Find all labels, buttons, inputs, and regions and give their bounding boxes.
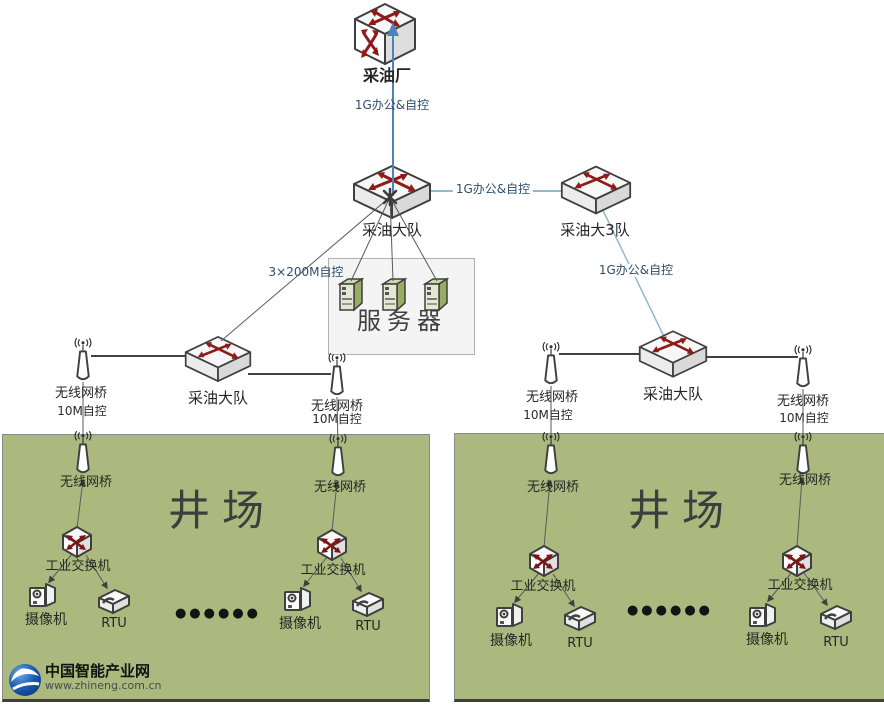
bridge-rate-a3: 10M自控	[523, 408, 573, 422]
bridge-rate-a1: 10M自控	[57, 404, 107, 418]
router-icon-plant	[352, 2, 418, 66]
right-team-label: 采油大队	[642, 385, 704, 403]
backbone-link-label: 1G办公&自控	[452, 182, 534, 197]
camera-label-3: 摄像机	[490, 633, 532, 649]
industrial-switch-icon-2	[315, 527, 349, 563]
industrial-switch-label-1: 工业交换机	[45, 559, 111, 574]
bridge-label-b2: 无线网桥	[313, 480, 367, 495]
wireless-bridge-icon-b4	[793, 432, 813, 478]
industrial-switch-icon-4	[780, 543, 814, 579]
camera-icon-4	[747, 600, 779, 632]
bridge-label-b1: 无线网桥	[59, 475, 113, 490]
wireless-bridge-icon-a1	[73, 338, 93, 384]
wireless-bridge-icon-b1	[73, 431, 93, 477]
rtu-label-2: RTU	[355, 619, 381, 634]
well-site-label-right: 井场	[627, 486, 737, 535]
rtu-label-4: RTU	[823, 635, 849, 650]
server-link-label: 3×200M自控	[268, 265, 344, 279]
logo-title: 中国智能产业网	[45, 662, 151, 680]
wireless-bridge-icon-a3	[541, 342, 561, 388]
industrial-switch-icon-3	[527, 543, 561, 579]
rtu-label-3: RTU	[567, 636, 593, 651]
rtu-label-1: RTU	[101, 616, 127, 631]
bridge-label-a3: 无线网桥	[525, 390, 579, 405]
wireless-bridge-icon-b2	[328, 434, 348, 480]
rtu-icon-2	[347, 589, 387, 619]
rtu-icon-3	[559, 603, 599, 633]
globe-icon	[8, 663, 42, 697]
camera-icon-1	[27, 580, 59, 612]
bridge-rate-a2: 10M自控	[312, 412, 362, 426]
bridge-label-b3: 无线网桥	[526, 480, 580, 495]
camera-icon-2	[282, 584, 314, 616]
wireless-bridge-icon-a2	[327, 353, 347, 399]
plant-label: 采油厂	[362, 66, 412, 85]
branch-team-label: 采油大3队	[560, 221, 630, 239]
branch-downlink-label: 1G办公&自控	[595, 263, 677, 278]
logo-url: www.zhineng.com.cn	[45, 678, 162, 692]
bridge-label-b4: 无线网桥	[778, 473, 832, 488]
switch-icon-branch-team	[560, 162, 632, 218]
wireless-bridge-icon-a4	[793, 345, 813, 391]
bridge-rate-a4: 10M自控	[779, 411, 829, 425]
industrial-switch-label-4: 工业交换机	[767, 578, 833, 593]
industrial-switch-icon-1	[60, 524, 94, 560]
camera-label-1: 摄像机	[25, 612, 67, 628]
camera-icon-3	[494, 600, 526, 632]
wireless-bridge-icon-b3	[541, 432, 561, 478]
switch-icon-right-team	[638, 326, 708, 382]
bridge-label-a4: 无线网桥	[776, 394, 830, 409]
industrial-switch-label-3: 工业交换机	[510, 579, 576, 594]
well-site-box-right	[454, 433, 884, 702]
bridge-label-a1: 无线网桥	[54, 386, 108, 401]
camera-label-2: 摄像机	[279, 616, 321, 632]
ellipsis-right: ●●●●●●	[626, 603, 714, 618]
switch-icon-main-team	[352, 164, 432, 220]
well-site-label-left: 井场	[167, 486, 277, 535]
rtu-icon-1	[93, 586, 133, 616]
camera-label-4: 摄像机	[746, 632, 788, 648]
left-team-label: 采油大队	[187, 389, 249, 407]
main-team-label: 采油大队	[361, 221, 423, 239]
switch-icon-left-team	[184, 332, 252, 386]
site-logo: 中国智能产业网 www.zhineng.com.cn	[8, 663, 161, 697]
plant-uplink-label: 1G办公&自控	[354, 98, 430, 112]
industrial-switch-label-2: 工业交换机	[300, 563, 366, 578]
rtu-icon-4	[815, 602, 855, 632]
server-group-label: 服务器	[357, 307, 447, 335]
ellipsis-left: ●●●●●●	[174, 606, 262, 621]
